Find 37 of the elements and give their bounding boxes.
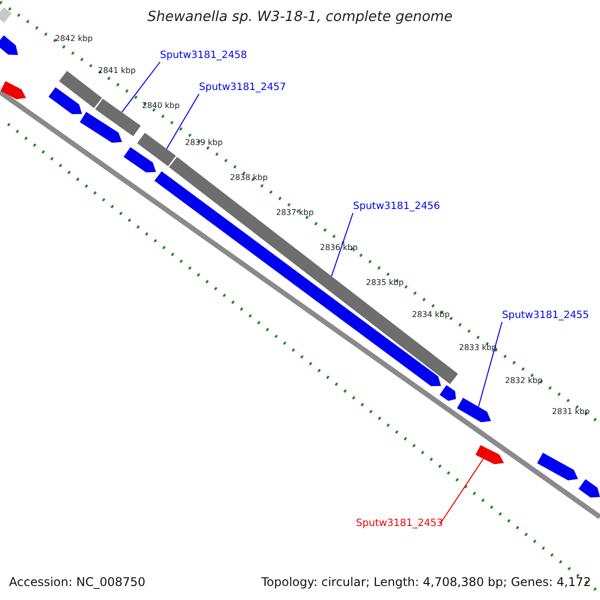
cds-feature xyxy=(124,147,156,172)
tick-label: 2836 kbp xyxy=(320,244,358,252)
gene-label: Sputw3181_2456 xyxy=(353,202,440,212)
tick-label: 2834 kbp xyxy=(412,311,450,319)
cds-feature xyxy=(537,452,578,480)
gene-label: Sputw3181_2453 xyxy=(356,519,444,529)
gene-label: Sputw3181_2455 xyxy=(502,311,590,321)
leader-line xyxy=(478,322,502,408)
gene-label: Sputw3181_2457 xyxy=(199,83,286,93)
tick-label: 2840 kbp xyxy=(142,102,180,110)
leader-line xyxy=(440,458,484,524)
gene-feature xyxy=(0,7,12,23)
map-title: Shewanella sp. W3-18-1, complete genome xyxy=(146,10,454,24)
tick-label: 2831 kbp xyxy=(552,408,590,416)
cds-feature xyxy=(48,87,82,114)
tick-label: 2835 kbp xyxy=(366,279,404,287)
cds-feature xyxy=(457,398,491,422)
leader-line xyxy=(166,94,200,150)
cds-feature xyxy=(578,479,600,498)
rna-feature xyxy=(0,81,26,100)
tick-label: 2837 kbp xyxy=(276,209,314,217)
leader-line xyxy=(331,212,354,277)
gene-label: Sputw3181_2458 xyxy=(160,51,248,61)
tick-label: 2838 kbp xyxy=(230,174,268,182)
rna-feature xyxy=(476,445,504,464)
tick-label: 2842 kbp xyxy=(55,35,93,43)
tick-label: 2832 kbp xyxy=(505,377,543,385)
genome-summary: Topology: circular; Length: 4,708,380 bp; Genes: 4,172 xyxy=(261,576,591,588)
tick-label: 2839 kbp xyxy=(185,139,223,147)
cds-feature xyxy=(80,112,122,143)
gene-feature xyxy=(137,132,176,166)
gene-feature xyxy=(95,98,141,136)
accession-label: Accession: NC_008750 xyxy=(9,576,146,588)
tick-label: 2841 kbp xyxy=(98,67,136,75)
gene-feature xyxy=(169,156,458,384)
cds-feature xyxy=(0,35,18,55)
leader-line xyxy=(121,62,160,113)
